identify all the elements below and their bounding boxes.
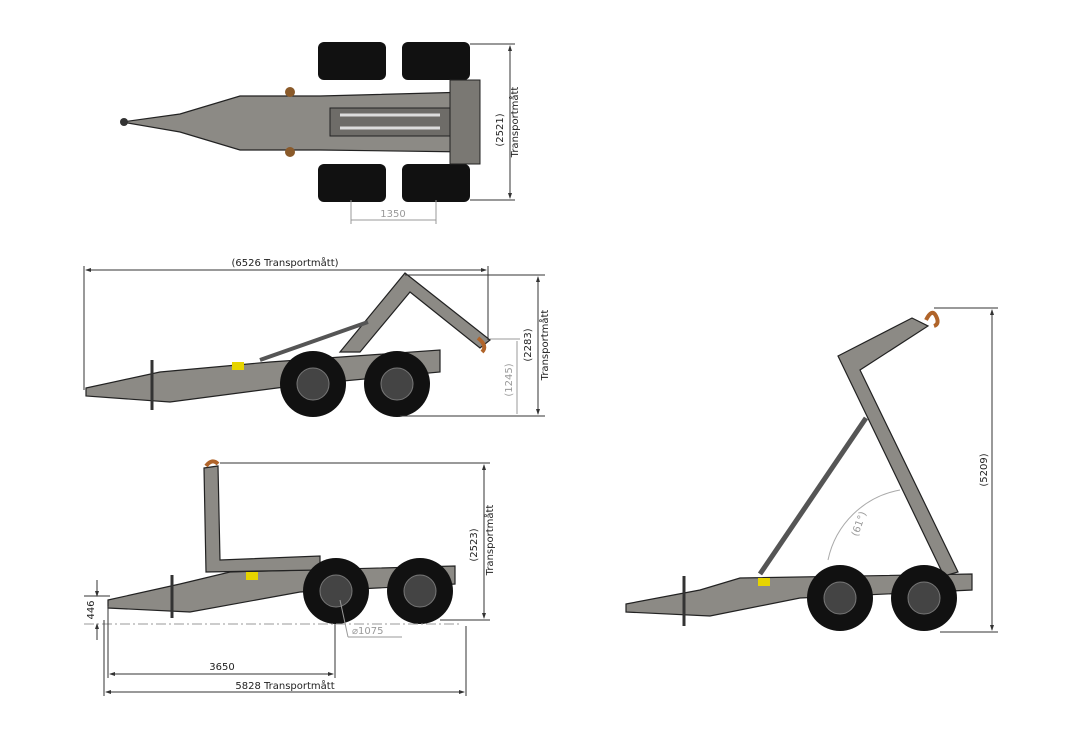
hydraulic-cylinder (757, 416, 869, 576)
hook (476, 336, 487, 354)
hydraulic-cylinder (259, 320, 369, 362)
dim-hook-height: (1245) (504, 363, 515, 396)
dim-drawbar-height: 446 (86, 600, 97, 619)
side-view-raised: (5209) (61°) (625, 307, 998, 633)
axle-frame (329, 107, 451, 137)
angle-arc (827, 489, 901, 561)
hitch (120, 118, 128, 126)
dim-width-caption: Transportmått (508, 87, 521, 159)
dim-axle-distance: 3650 (209, 662, 234, 673)
dim-wheel-diameter: ⌀1075 (352, 626, 383, 637)
wheel (318, 164, 386, 202)
hook (924, 310, 940, 328)
chassis (85, 349, 441, 403)
dim-height-caption: Transportmått (538, 310, 551, 382)
dim-height: (2283) (523, 328, 534, 361)
hook (204, 459, 220, 468)
rear-frame (449, 79, 481, 165)
dim-height-caption: Transportmått (483, 505, 496, 577)
hook-arm (338, 272, 491, 353)
wheel (402, 164, 470, 202)
dim-length: (6526 Transportmått) (231, 256, 338, 269)
side-view-upright: (2523) Transportmått 446 ⌀1075 3650 5828… (84, 459, 496, 696)
dim-length: 5828 Transportmått (235, 679, 334, 692)
chassis (625, 573, 973, 617)
dim-total-height: (5209) (979, 453, 990, 486)
side-view-folded: (6526 Transportmått) (2283) Transportmåt… (83, 256, 551, 417)
dim-width: (2521) (495, 113, 506, 146)
chassis (107, 565, 456, 613)
hook-arm (203, 465, 321, 573)
top-view: (2521) Transportmått 1350 (120, 42, 521, 224)
wheel (318, 42, 386, 80)
wheel (402, 42, 470, 80)
dim-height: (2523) (469, 528, 480, 561)
dim-axle-spacing: 1350 (380, 209, 405, 220)
